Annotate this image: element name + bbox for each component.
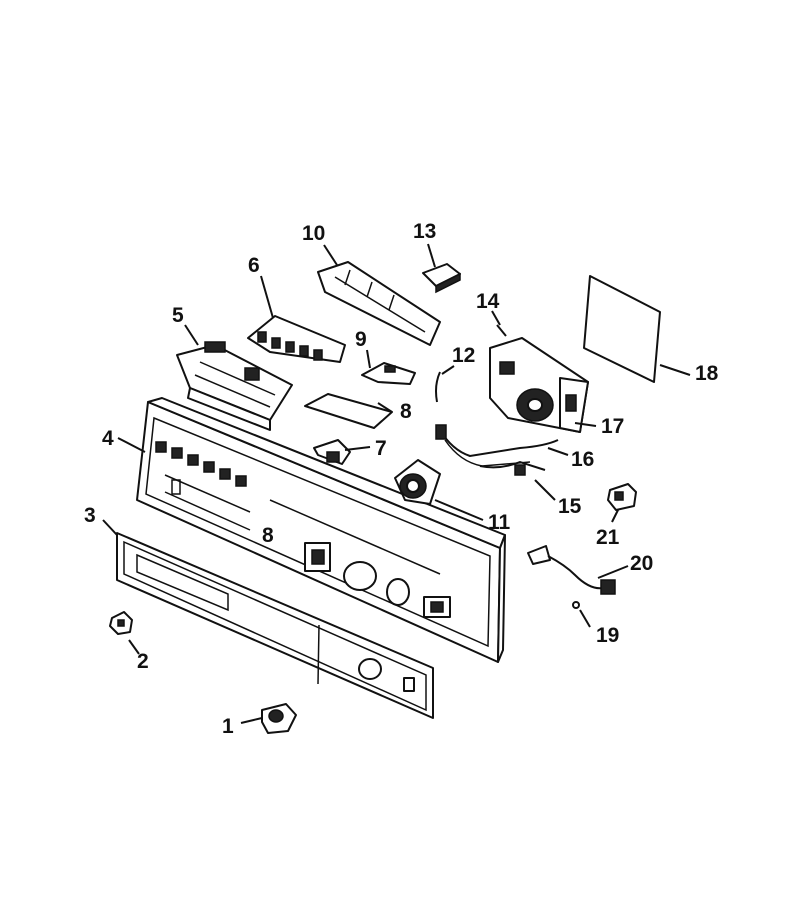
callout-1: 1 [222,715,234,738]
part-21-connector [607,483,637,511]
callout-2: 2 [137,650,149,673]
callout-19: 19 [596,624,619,647]
callout-labels: 1 2 3 4 5 6 7 8 9 10 11 12 13 14 15 16 1… [84,220,719,738]
callout-4: 4 [102,427,114,450]
callout-14: 14 [476,290,500,313]
callout-11: 11 [488,511,511,534]
part-12-clip [435,371,441,403]
part-3-lower-panel [116,532,434,719]
part-4-console-panel: 8 [136,397,506,663]
callout-9: 9 [355,328,367,351]
part-14-screw [496,324,507,337]
callout-8: 8 [400,400,412,423]
part-7-switch [313,439,351,465]
part-8-plate [304,393,393,429]
part-19-ring [572,601,580,609]
part-17-timer [489,337,589,433]
part-15-wire [479,460,546,476]
leader-lines [102,243,691,724]
callout-10: 10 [302,222,325,245]
part-18-sheet [583,275,661,383]
part-9-bracket [361,362,416,385]
part-13-knob [422,263,461,294]
callout-6: 6 [248,254,260,277]
callout-15: 15 [558,495,582,518]
callout-20: 20 [630,552,653,575]
callout-7: 7 [375,437,387,460]
part-20-power-cord [527,545,616,595]
callout-18: 18 [695,362,719,385]
part-2-clip [109,611,133,635]
callout-5: 5 [172,304,184,327]
part-6-switch-block [247,315,346,363]
part-11-motor [394,459,441,505]
callout-12: 12 [452,344,475,367]
callout-13: 13 [413,220,436,243]
callout-21: 21 [596,526,620,549]
callout-3: 3 [84,504,96,527]
panel-mark: 8 [262,524,274,547]
part-16-harness [435,424,559,467]
callout-17: 17 [601,415,624,438]
callout-16: 16 [571,448,594,471]
part-1-knob [261,703,297,734]
part-10-tray [317,261,441,346]
part-5-control-assembly [176,341,293,431]
